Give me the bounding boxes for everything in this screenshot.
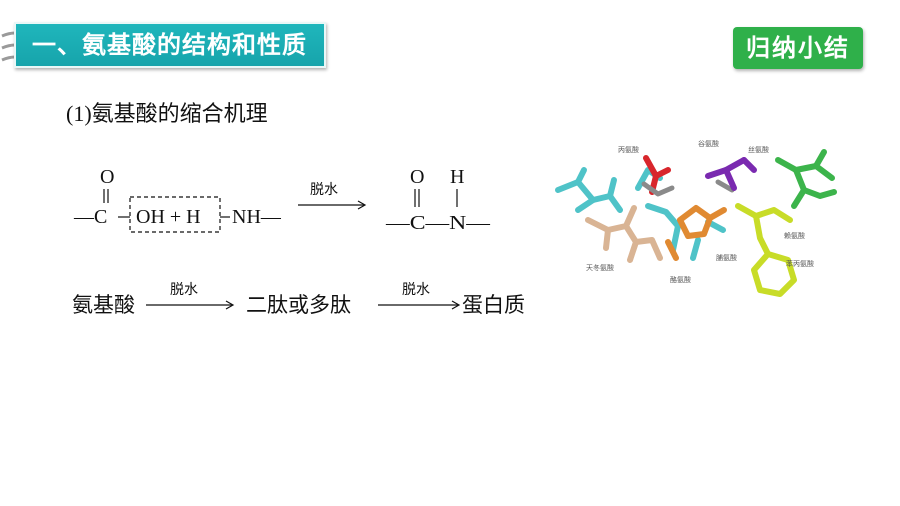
reactant-carbon: —C <box>73 206 107 228</box>
purple-residue <box>705 157 757 191</box>
peptide-bond-chain: —C—N— <box>385 212 491 234</box>
reactant-oxygen: O <box>100 166 114 188</box>
product-hydrogen: H <box>450 166 464 188</box>
subsection-title: 氨基酸的缩合机理 <box>91 102 268 127</box>
section-title-banner: 一、氨基酸的结构和性质 <box>14 22 326 68</box>
pathway-arrow1-label: 脱水 <box>170 282 198 298</box>
summary-badge: 归纳小结 <box>733 27 863 69</box>
tan-residue <box>585 205 663 263</box>
reactant-group: OH + H <box>136 206 201 228</box>
label-alanine: 丙氨酸 <box>618 145 639 154</box>
gray-residue <box>641 179 735 197</box>
pathway-arrow2-label: 脱水 <box>402 282 430 298</box>
subsection-heading: (1)氨基酸的缩合机理 <box>66 96 268 128</box>
dehydration-box <box>129 196 221 233</box>
section-title: 一、氨基酸的结构和性质 <box>32 31 307 59</box>
label-glutamic-acid: 谷氨酸 <box>698 139 719 148</box>
arrow-head-icon <box>357 200 367 210</box>
condensation-reaction: O —C OH + H NH— 脱水 O H —C—N— <box>73 166 491 234</box>
label-aspartic-acid: 天冬氨酸 <box>586 263 614 272</box>
pathway-peptide: 二肽或多肽 <box>246 293 351 317</box>
arrow-head-icon <box>451 300 461 310</box>
label-lysine: 赖氨酸 <box>784 231 805 240</box>
pathway-amino-acid: 氨基酸 <box>72 293 135 317</box>
label-tyrosine: 酪氨酸 <box>670 275 691 284</box>
orange-residue <box>665 205 727 261</box>
reaction-arrow-label: 脱水 <box>310 182 338 198</box>
synthesis-pathway: 氨基酸 脱水 二肽或多肽 脱水 蛋白质 <box>72 282 525 317</box>
label-proline: 脯氨酸 <box>716 253 737 262</box>
reactant-amine: NH— <box>232 206 282 228</box>
label-phenylalanine: 苯丙氨酸 <box>786 259 814 268</box>
summary-badge-label: 归纳小结 <box>746 34 850 62</box>
label-serine: 丝氨酸 <box>748 145 769 154</box>
yellow-residue <box>735 203 797 297</box>
subsection-number: (1) <box>66 101 92 126</box>
product-oxygen: O <box>410 166 424 188</box>
pathway-protein: 蛋白质 <box>462 293 525 317</box>
arrow-head-icon <box>225 300 235 310</box>
green-residue <box>775 149 837 209</box>
peptide-stick-model: 丙氨酸 丝氨酸 天冬氨酸 脯氨酸 酪氨酸 赖氨酸 苯丙氨酸 谷氨酸 <box>555 139 837 297</box>
cyan-residue <box>555 167 726 261</box>
